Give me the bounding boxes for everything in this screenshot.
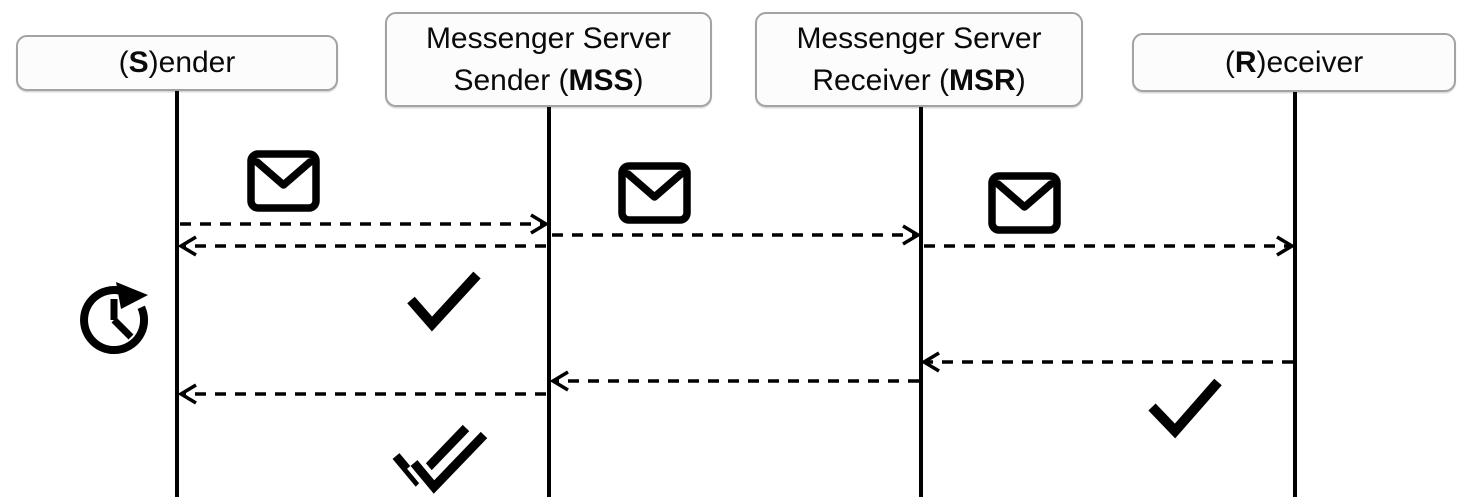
single-check-icon [1148,378,1222,439]
actor-label-msr-line1: Messenger Server [796,21,1042,55]
clock-pending-icon [80,282,149,355]
actor-box-msr: Messenger Server Receiver (MSR) [755,12,1083,107]
message-arrow-mss-to-msr [552,224,922,246]
actor-label-receiver: (R)eceiver [1225,42,1363,84]
message-arrow-mss-to-sender-ack1 [177,235,546,257]
actor-label-mss-line2: Sender (MSS) [453,60,643,102]
actor-label-sender: (S)ender [119,42,236,84]
message-arrow-msr-to-receiver [924,235,1296,257]
label-bold-text: R [1234,45,1257,79]
label-text: ) [633,63,644,97]
actor-box-receiver: (R)eceiver [1132,33,1456,92]
actor-label-mss-line1: Messenger Server [425,21,672,55]
label-text: ( [118,46,129,79]
actor-box-mss: Messenger Server Sender (MSS) [385,12,712,107]
envelope-icon [988,172,1061,234]
label-text: ( [1224,45,1235,79]
label-text: )eceiver [1256,45,1364,79]
label-text: Sender ( [453,63,569,97]
envelope-icon [618,162,691,224]
actor-box-sender: (S)ender [16,35,338,91]
label-text: Receiver ( [812,63,950,97]
single-check-icon [407,271,481,332]
message-arrow-mss-to-sender-ack2 [177,383,546,405]
message-arrow-receiver-to-msr-ack [920,351,1293,373]
message-arrow-sender-to-mss [180,213,550,235]
label-text: ) [1015,63,1026,97]
label-bold-text: MSR [949,63,1016,97]
double-check-icon [392,424,491,500]
envelope-icon [247,150,320,212]
message-arrow-msr-to-mss-ack [549,370,919,392]
label-bold-text: S [128,46,149,79]
label-bold-text: MSS [568,63,634,97]
label-text: )ender [148,46,236,79]
actor-label-msr-line2: Receiver (MSR) [812,60,1025,102]
